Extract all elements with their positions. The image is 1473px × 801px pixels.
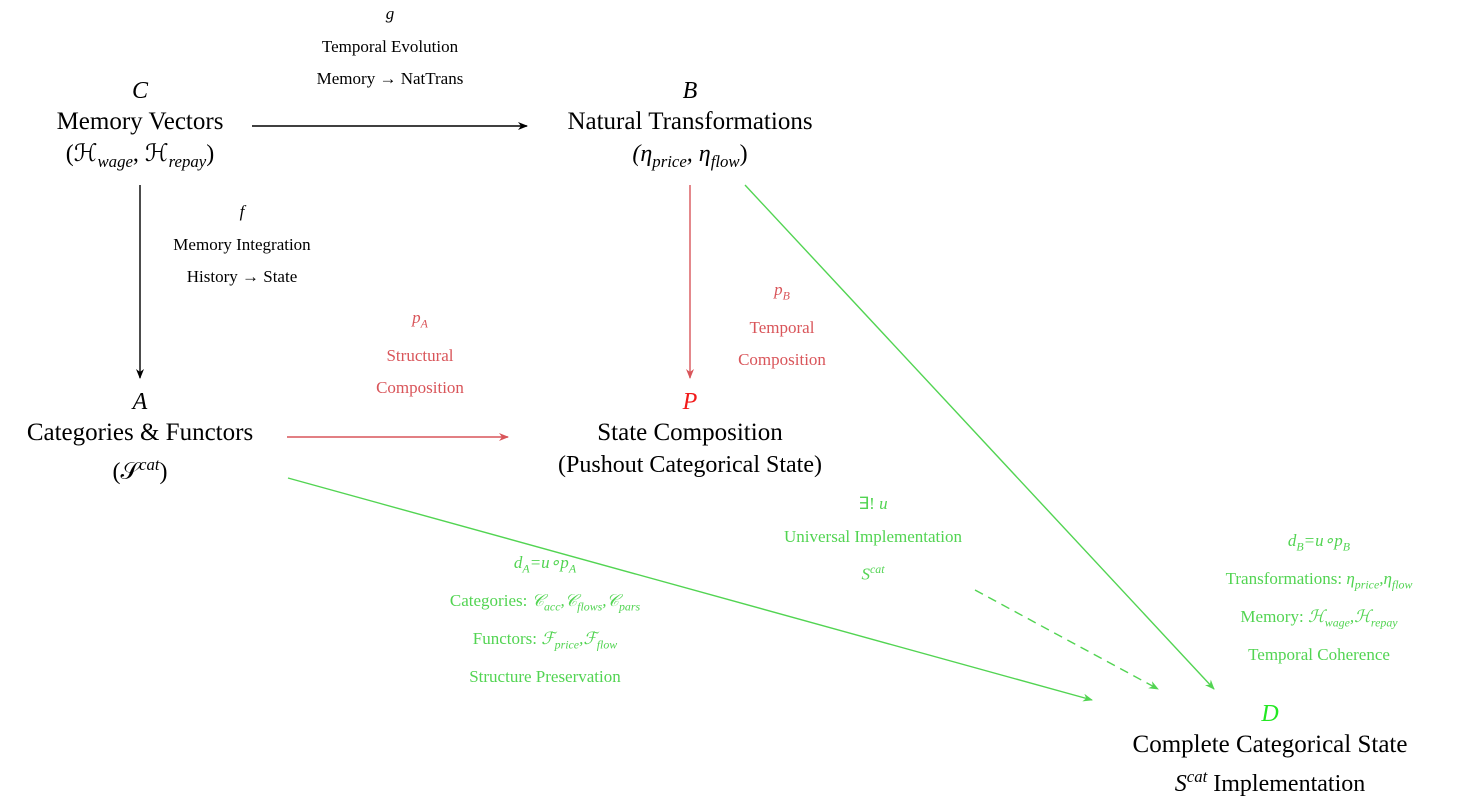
node-a-subtitle: (𝒮cat) xyxy=(112,455,168,485)
edge-pb-line-1: Temporal xyxy=(749,317,815,337)
node-p-symbol: P xyxy=(682,389,698,415)
node-c-title: Memory Vectors xyxy=(56,108,224,135)
edge-db-line-2: Memory: ℋwage,ℋrepay xyxy=(1240,606,1398,630)
edge-label-f: f Memory Integration History → State xyxy=(173,196,310,294)
edge-g-line-1: Temporal Evolution xyxy=(321,36,459,56)
edge-db-line-3: Temporal Coherence xyxy=(1248,644,1390,664)
edge-pa-name: pA xyxy=(412,308,428,331)
node-p-subtitle: (Pushout Categorical State) xyxy=(558,452,822,478)
edge-pb-name: pB xyxy=(774,280,790,303)
edge-da-name: dA=u∘pA xyxy=(513,553,577,576)
node-p-title: State Composition xyxy=(597,419,783,446)
node-d-symbol: D xyxy=(1261,701,1279,727)
edge-f-name: f xyxy=(239,202,245,221)
edge-g-line-2: Memory → NatTrans xyxy=(316,69,464,88)
arrow-db-b-to-d xyxy=(744,184,1215,690)
edge-pa-line-2: Composition xyxy=(376,378,464,398)
edge-g-name: g xyxy=(385,4,395,23)
edge-label-pb: pB Temporal Composition xyxy=(738,274,826,377)
node-a: A Categories & Functors (𝒮cat) xyxy=(27,387,253,488)
edge-label-da: dA=u∘pA Categories: 𝒞acc,𝒞flows,𝒞pars Fu… xyxy=(450,547,640,693)
node-b-symbol: B xyxy=(682,78,698,104)
node-d-title: Complete Categorical State xyxy=(1132,731,1408,758)
edge-pa-line-1: Structural xyxy=(386,345,454,365)
edge-f-line-2: History → State xyxy=(186,267,298,286)
node-c-subtitle: (ℋwage, ℋrepay) xyxy=(65,141,215,171)
node-b: B Natural Transformations (ηprice, ηflow… xyxy=(567,76,812,178)
node-d-subtitle: Scat Implementation xyxy=(1174,767,1366,797)
node-c: C Memory Vectors (ℋwage, ℋrepay) xyxy=(57,76,224,178)
node-c-symbol: C xyxy=(131,78,148,104)
node-b-subtitle: (ηprice, ηflow) xyxy=(632,141,748,171)
edge-label-g: g Temporal Evolution Memory → NatTrans xyxy=(317,0,464,96)
edge-label-u: ∃! u Universal Implementation Scat xyxy=(784,488,962,591)
edge-u-line-2: Scat xyxy=(861,562,885,584)
node-a-title: Categories & Functors xyxy=(26,419,254,446)
edge-da-line-2: Functors: ℱprice,ℱflow xyxy=(472,628,618,652)
edge-label-pa: pA Structural Composition xyxy=(376,302,464,405)
node-p: P State Composition (Pushout Categorical… xyxy=(558,387,822,481)
edge-u-name: ∃! u xyxy=(858,494,888,513)
node-a-symbol: A xyxy=(132,389,148,415)
edge-da-line-1: Categories: 𝒞acc,𝒞flows,𝒞pars xyxy=(449,590,641,614)
edge-label-db: dB=u∘pB Transformations: ηprice,ηflow Me… xyxy=(1226,525,1413,671)
arrow-da-a-to-d xyxy=(287,477,1093,702)
edge-db-line-1: Transformations: ηprice,ηflow xyxy=(1225,568,1413,592)
edge-pb-line-2: Composition xyxy=(738,350,826,370)
node-d: D Complete Categorical State Scat Implem… xyxy=(1133,699,1408,800)
edge-f-line-1: Memory Integration xyxy=(173,234,311,254)
arrow-u-p-to-d xyxy=(974,589,1159,690)
edge-da-line-3: Structure Preservation xyxy=(469,666,621,686)
edge-u-line-1: Universal Implementation xyxy=(784,526,962,546)
node-b-title: Natural Transformations xyxy=(567,108,813,135)
edge-db-name: dB=u∘pB xyxy=(1287,531,1351,554)
